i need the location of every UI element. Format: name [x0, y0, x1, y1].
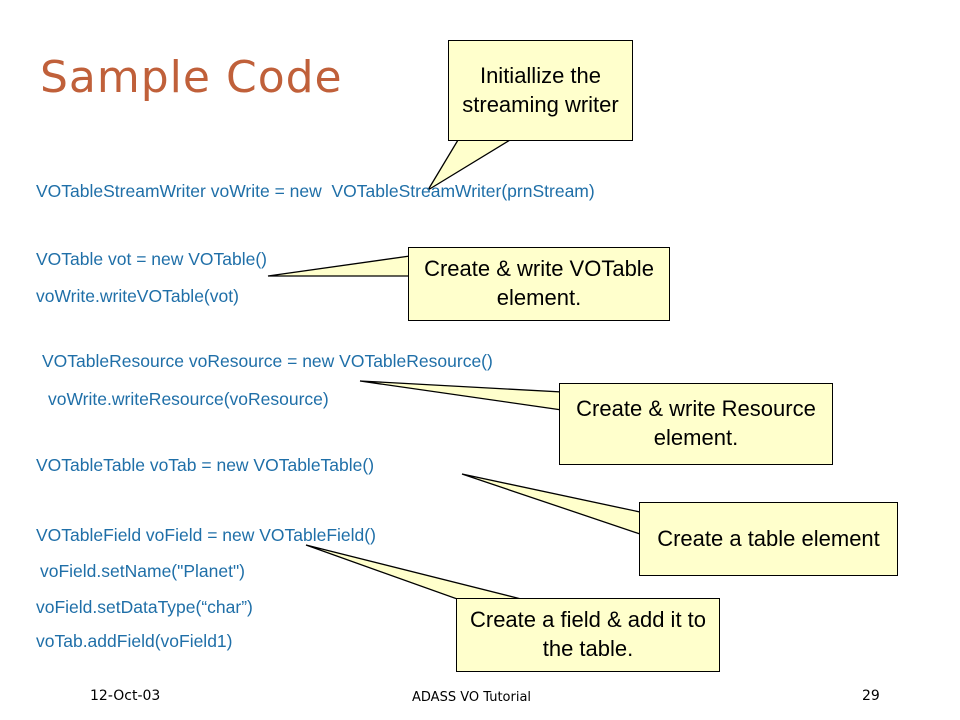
slide-title: Sample Code: [40, 52, 343, 103]
footer-title: ADASS VO Tutorial: [412, 690, 532, 705]
code-line: VOTableTable voTab = new VOTableTable(): [36, 455, 375, 475]
code-line: VOTable vot = new VOTable(): [36, 249, 268, 269]
code-line: voField.setName("Planet"): [40, 561, 246, 581]
callout-box: Create a field & add it to the table.: [456, 598, 720, 672]
pointer-3: [359, 380, 563, 411]
callout-box: Create & write Resource element.: [559, 383, 833, 465]
code-line: VOTableStreamWriter voWrite = new VOTabl…: [36, 181, 595, 201]
pointer-2: [267, 255, 411, 277]
callout-box: Initiallize the streaming writer: [448, 40, 633, 141]
page-number: 29: [862, 688, 880, 704]
code-line: voWrite.writeVOTable(vot): [36, 286, 239, 306]
code-line: voField.setDataType(“char”): [36, 597, 253, 617]
callout-box: Create a table element: [639, 502, 898, 576]
code-line: voWrite.writeResource(voResource): [48, 389, 329, 409]
pointer-5: [305, 544, 526, 601]
pointer-4: [461, 473, 641, 535]
footer-date: 12-Oct-03: [90, 688, 161, 704]
code-line: VOTableField voField = new VOTableField(…: [36, 525, 376, 545]
callout-box: Create & write VOTable element.: [408, 247, 670, 321]
code-line: VOTableResource voResource = new VOTable…: [42, 351, 493, 371]
code-line: voTab.addField(voField1): [36, 631, 233, 651]
